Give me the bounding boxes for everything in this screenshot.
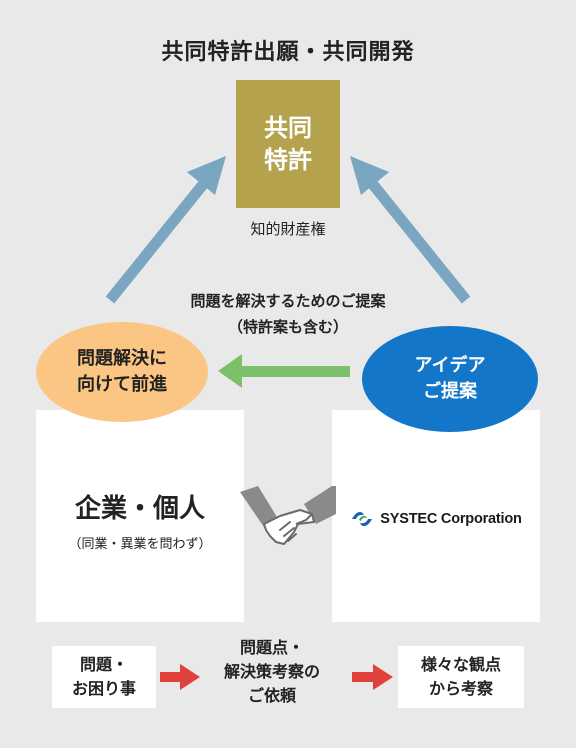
flow-step2-line2: 解決策考察の [223, 662, 320, 681]
flow-step1-line1: 問題・ [79, 655, 128, 674]
arrow-green-left-icon [218, 354, 350, 388]
flow-step3-line1: 様々な観点 [420, 655, 501, 674]
intellectual-property-label: 知的財産権 [250, 220, 326, 238]
arrow-left-up-icon [105, 156, 226, 304]
proposal-line1: 問題を解決するためのご提案 [190, 292, 386, 310]
proposal-line2: （特許案も含む） [227, 318, 348, 336]
page-title: 共同特許出願・共同開発 [161, 40, 415, 65]
progress-line2: 向けて前進 [77, 374, 167, 395]
systec-company-name: SYSTEC Corporation [380, 511, 522, 527]
joint-patent-box: 共同 特許 [236, 80, 340, 208]
flow-step3-line2: から考察 [428, 679, 493, 698]
flow-step2-line3: ご依頼 [247, 686, 296, 705]
progress-circle: 問題解決に 向けて前進 [36, 322, 208, 422]
flow-step2-line1: 問題点・ [239, 638, 304, 657]
client-subtitle: （同業・異業を問わず） [68, 537, 212, 552]
idea-circle: アイデア ご提案 [362, 326, 538, 432]
handshake-icon [240, 486, 336, 545]
arrow-right-up-icon [350, 156, 471, 304]
systec-panel [332, 410, 540, 622]
flow-step-consider: 様々な観点 から考察 [398, 646, 524, 708]
systec-logo: SYSTEC Corporation [332, 504, 540, 534]
idea-line1: アイデア [414, 355, 486, 376]
proposal-caption: 問題を解決するためのご提案 （特許案も含む） [0, 288, 576, 340]
arrow-red-2-icon [352, 664, 393, 690]
flow-step-problem: 問題・ お困り事 [52, 646, 156, 708]
progress-line1: 問題解決に [77, 348, 167, 369]
idea-line2: ご提案 [423, 381, 477, 402]
flow-step-request: 問題点・ 解決策考察の ご依頼 [196, 636, 348, 708]
client-panel [36, 410, 244, 622]
systec-logo-icon [352, 511, 373, 527]
arrow-red-1-icon [160, 664, 200, 690]
patent-line2: 特許 [264, 146, 312, 174]
client-title: 企業・個人 [74, 494, 205, 524]
flow-step1-line2: お困り事 [71, 679, 136, 698]
patent-line1: 共同 [264, 114, 312, 142]
